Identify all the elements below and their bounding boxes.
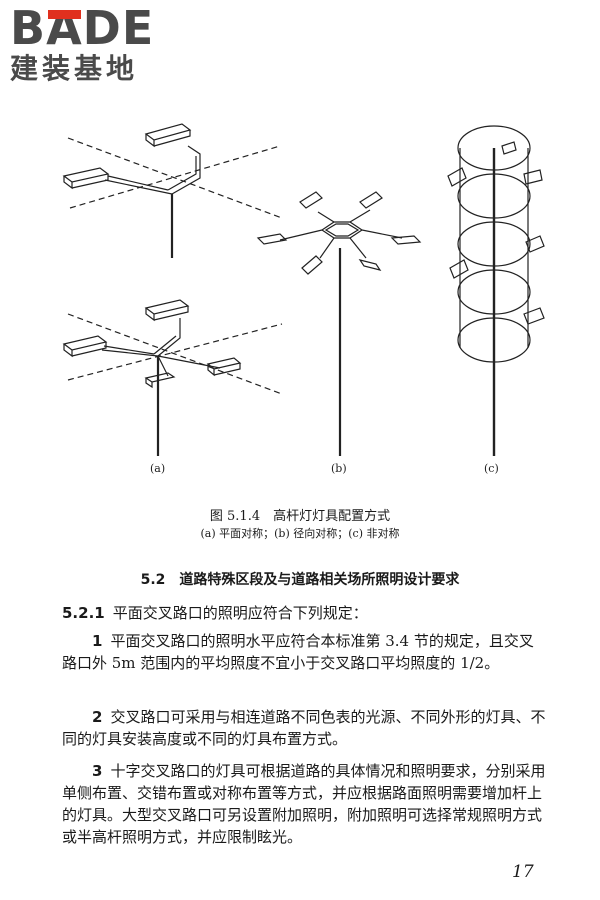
panel-a-top-diagram bbox=[62, 123, 283, 258]
panel-b-diagram bbox=[256, 191, 422, 456]
item-1-text: 平面交叉路口的照明水平应符合本标准第 3.4 节的规定，且交叉路口外 5m 范围… bbox=[62, 632, 534, 672]
section-number: 5.2 bbox=[140, 572, 166, 588]
panel-c-diagram bbox=[447, 125, 545, 456]
logo-letters-de: DE bbox=[82, 1, 155, 55]
page-number: 17 bbox=[512, 862, 534, 882]
panel-a-bottom-diagram bbox=[62, 299, 283, 456]
panel-label-b: (b) bbox=[331, 462, 347, 475]
panel-label-a: (a) bbox=[150, 462, 165, 475]
logo-wordmark: B A DE bbox=[10, 4, 185, 52]
logo-red-bar bbox=[48, 10, 81, 19]
clause-paragraph: 5.2.1 平面交叉路口的照明应符合下列规定： bbox=[62, 602, 548, 624]
item-2-text: 交叉路口可采用与相连道路不同色表的光源、不同外形的灯具、不同的灯具安装高度或不同… bbox=[62, 708, 546, 748]
panel-label-c: (c) bbox=[484, 462, 499, 475]
logo-subtitle: 建装基地 bbox=[10, 52, 139, 85]
figure-caption: 图 5.1.4 高杆灯灯具配置方式 bbox=[209, 509, 391, 524]
logo: B A DE 建装基地 bbox=[10, 4, 185, 86]
section-title-text: 道路特殊区段及与道路相关场所照明设计要求 bbox=[179, 572, 460, 588]
item-3-number: 3 bbox=[92, 762, 103, 780]
item-2-number: 2 bbox=[92, 708, 103, 726]
figure-subcaption: (a) 平面对称；(b) 径向对称；(c) 非对称 bbox=[200, 527, 400, 540]
item-3-text: 十字交叉路口的灯具可根据道路的具体情况和照明要求，分别采用单侧布置、交错布置或对… bbox=[62, 762, 546, 846]
section-heading: 5.2 道路特殊区段及与道路相关场所照明设计要求 bbox=[0, 569, 600, 589]
clause-number: 5.2.1 bbox=[62, 604, 105, 622]
clause-text: 平面交叉路口的照明应符合下列规定： bbox=[112, 604, 368, 622]
logo-letter-a: A bbox=[46, 1, 83, 55]
logo-letter-b: B bbox=[10, 1, 47, 55]
high-mast-luminaire-figure: (a) (b) (c) bbox=[62, 123, 545, 475]
item-1-number: 1 bbox=[92, 632, 103, 650]
